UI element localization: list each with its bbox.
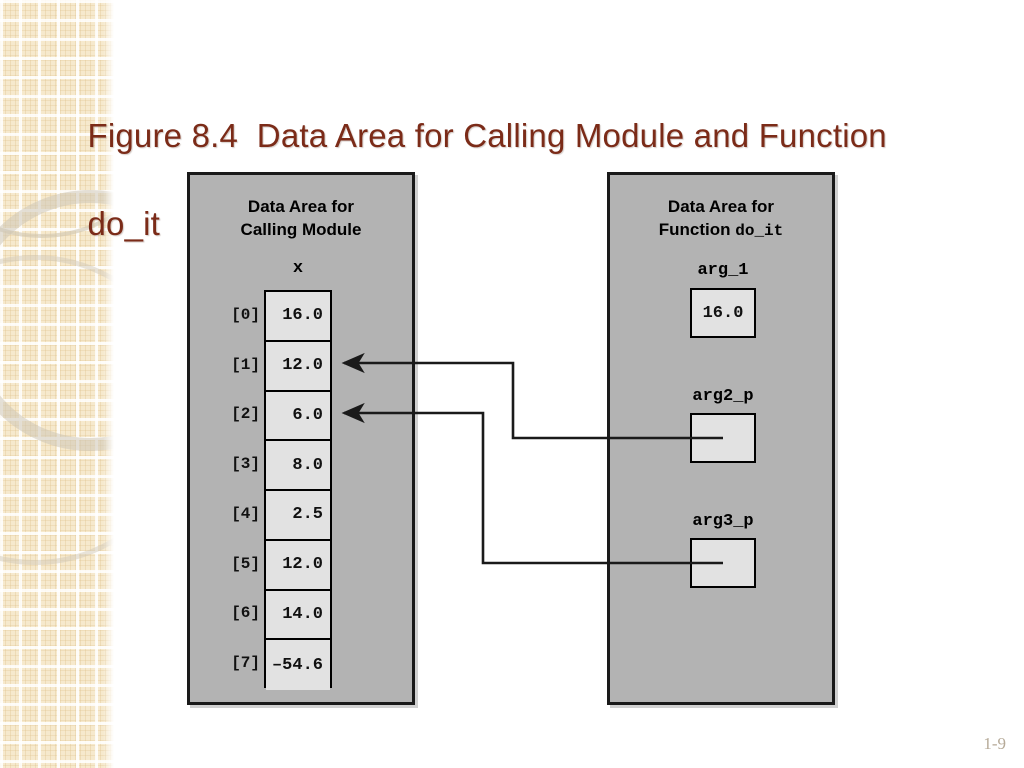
- slot-arg-1: 16.0: [690, 288, 756, 338]
- array-index-label: [1]: [231, 355, 260, 374]
- array-cell: 2.5: [266, 491, 330, 541]
- slot-arg3-p: [690, 538, 756, 588]
- array-cell: 12.0: [266, 341, 330, 392]
- array-cell: 16.0: [266, 292, 330, 342]
- decorative-grid-band: [0, 0, 115, 768]
- panel-right-title-prefix: Function: [658, 220, 736, 239]
- array-index-label: [6]: [231, 604, 260, 623]
- panel-left-title-line1: Data Area for: [247, 197, 355, 216]
- array-index-label: [2]: [231, 405, 260, 424]
- panel-right-title-line1: Data Area for: [667, 197, 775, 216]
- array-index-label: [3]: [231, 455, 260, 474]
- array-index-label: [0]: [231, 305, 260, 324]
- page-title: Figure 8.4 Data Area for Calling Module …: [50, 70, 950, 290]
- slot-label-arg-1: arg_1: [697, 261, 749, 280]
- array-cell: 8.0: [266, 441, 330, 491]
- slot-label-arg3-p: arg3_p: [692, 512, 754, 531]
- slot-arg2-p: [690, 413, 756, 463]
- panel-calling-module-title: Data Area for Calling Module: [190, 195, 412, 241]
- array-index-label: [7]: [231, 654, 260, 673]
- panel-left-title-line2: Calling Module: [240, 220, 362, 239]
- array-cell: 12.0: [266, 540, 330, 591]
- page-number: 1-9: [983, 734, 1006, 753]
- array-cell: 6.0: [266, 391, 330, 442]
- array-cell: 14.0: [266, 590, 330, 641]
- band-fade-edge: [103, 0, 117, 768]
- array-name-label: x: [292, 259, 304, 278]
- page-title-line2: do_it: [87, 205, 161, 242]
- array-cell: –54.6: [266, 640, 330, 690]
- array-index-label: [5]: [231, 554, 260, 573]
- array-index-label: [4]: [231, 504, 260, 523]
- page-title-line1: Figure 8.4 Data Area for Calling Module …: [87, 117, 887, 154]
- panel-function-title: Data Area for Function do_it: [610, 195, 832, 243]
- panel-right-title-funcname: do_it: [735, 222, 784, 240]
- slot-label-arg2-p: arg2_p: [692, 387, 754, 406]
